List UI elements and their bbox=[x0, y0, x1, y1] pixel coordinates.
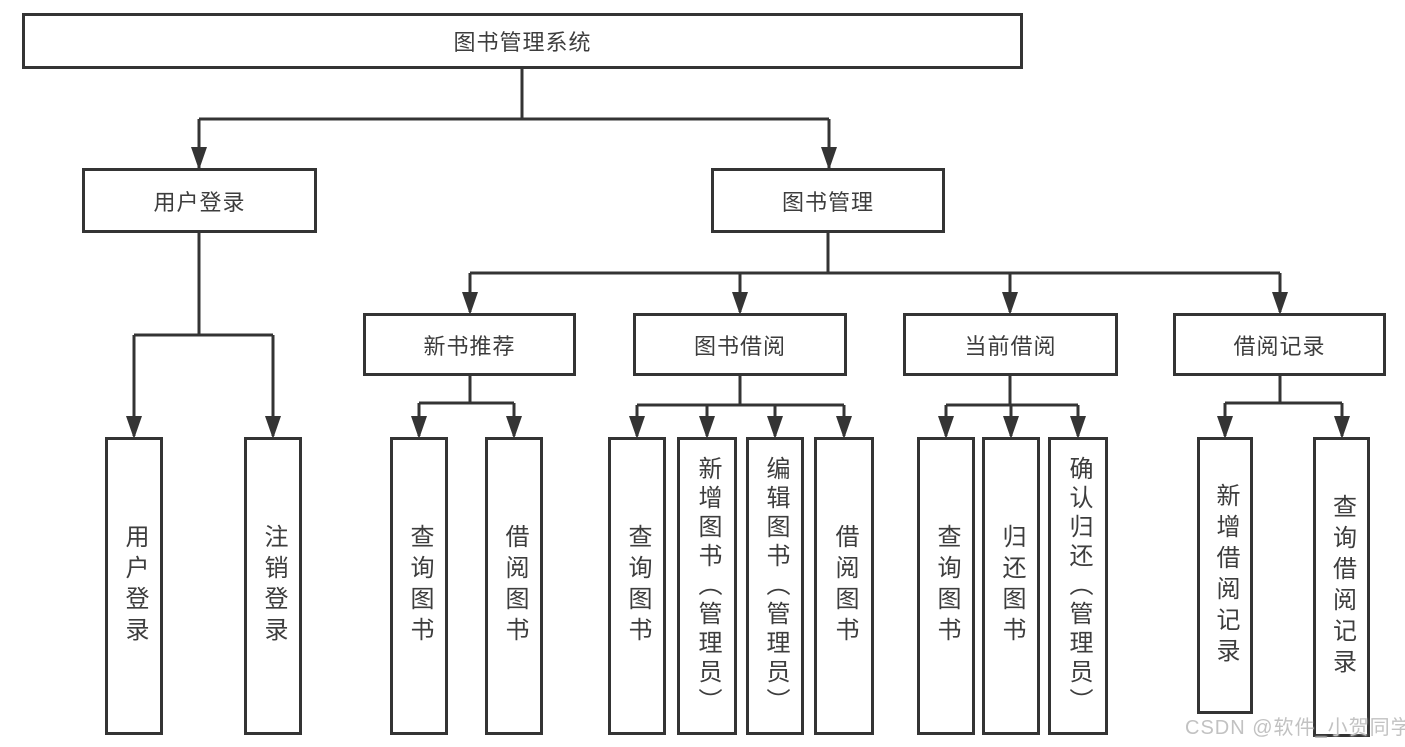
node-leaf-bb-add: 新增图书（管理员） bbox=[677, 437, 737, 735]
connector-root-to-level2 bbox=[197, 69, 831, 168]
node-user-login: 用户登录 bbox=[82, 168, 317, 233]
arrow-down-icon bbox=[1003, 416, 1019, 439]
node-leaf-nb-borrow: 借阅图书 bbox=[485, 437, 543, 735]
node-label: 借阅记录 bbox=[1233, 333, 1326, 359]
node-leaf-cb-confirm: 确认归还（管理员） bbox=[1048, 437, 1108, 735]
node-label: 编辑图书（管理员） bbox=[762, 455, 789, 717]
arrow-down-icon bbox=[836, 416, 852, 439]
node-leaf-br-add: 新增借阅记录 bbox=[1197, 437, 1253, 714]
connector-book-mgmt-to-level3 bbox=[468, 233, 1282, 312]
node-label: 新增图书（管理员） bbox=[694, 455, 721, 717]
node-label: 用户登录 bbox=[121, 524, 148, 648]
connector-new-book-to-leaves bbox=[417, 376, 516, 436]
arrow-down-icon bbox=[1070, 416, 1086, 439]
node-leaf-logout: 注销登录 bbox=[244, 437, 302, 735]
arrow-down-icon bbox=[821, 147, 837, 170]
arrow-down-icon bbox=[1272, 292, 1288, 315]
arrow-down-icon bbox=[629, 416, 645, 439]
node-root: 图书管理系统 bbox=[22, 13, 1023, 69]
node-leaf-br-query: 查询借阅记录 bbox=[1313, 437, 1370, 737]
arrow-down-icon bbox=[1334, 416, 1350, 439]
node-label: 借阅图书 bbox=[831, 524, 858, 648]
node-leaf-user-login: 用户登录 bbox=[105, 437, 163, 735]
arrow-down-icon bbox=[265, 416, 281, 439]
node-borrow-records: 借阅记录 bbox=[1173, 313, 1386, 376]
arrow-down-icon bbox=[411, 416, 427, 439]
node-label: 查询图书 bbox=[933, 524, 960, 648]
node-label: 查询图书 bbox=[624, 524, 651, 648]
node-label: 用户登录 bbox=[153, 189, 246, 215]
node-label: 确认归还（管理员） bbox=[1065, 455, 1092, 717]
csdn-watermark: CSDN @软件_小贺同学 bbox=[1185, 717, 1405, 739]
node-book-mgmt: 图书管理 bbox=[711, 168, 945, 233]
node-leaf-nb-query: 查询图书 bbox=[390, 437, 448, 735]
arrow-down-icon bbox=[1217, 416, 1233, 439]
arrow-down-icon bbox=[462, 292, 478, 315]
arrow-down-icon bbox=[699, 416, 715, 439]
node-label: 新增借阅记录 bbox=[1212, 482, 1239, 669]
node-label: 借阅图书 bbox=[501, 524, 528, 648]
arrow-down-icon bbox=[506, 416, 522, 439]
node-label: 图书管理系统 bbox=[453, 30, 592, 55]
arrow-down-icon bbox=[767, 416, 783, 439]
node-label: 注销登录 bbox=[260, 524, 287, 648]
node-label: 新书推荐 bbox=[423, 333, 516, 359]
node-book-borrow: 图书借阅 bbox=[633, 313, 847, 376]
node-leaf-cb-return: 归还图书 bbox=[982, 437, 1040, 735]
connector-book-borrow-to-leaves bbox=[635, 376, 846, 436]
connector-user-login-to-leaves bbox=[132, 233, 275, 436]
arrowheads bbox=[126, 147, 1350, 439]
arrow-down-icon bbox=[126, 416, 142, 439]
arrow-down-icon bbox=[732, 292, 748, 315]
connector-borrow-records-to-leaves bbox=[1223, 376, 1344, 436]
arrow-down-icon bbox=[1002, 292, 1018, 315]
arrow-down-icon bbox=[191, 147, 207, 170]
node-leaf-cb-query: 查询图书 bbox=[917, 437, 975, 735]
node-label: 归还图书 bbox=[998, 524, 1025, 648]
node-label: 查询借阅记录 bbox=[1328, 494, 1356, 680]
node-leaf-bb-edit: 编辑图书（管理员） bbox=[746, 437, 804, 735]
node-leaf-bb-borrow: 借阅图书 bbox=[814, 437, 874, 735]
node-current-borrow: 当前借阅 bbox=[903, 313, 1118, 376]
node-label: 当前借阅 bbox=[964, 333, 1057, 359]
node-label: 查询图书 bbox=[406, 524, 433, 648]
arrow-down-icon bbox=[938, 416, 954, 439]
node-leaf-bb-query: 查询图书 bbox=[608, 437, 666, 735]
node-new-book-rec: 新书推荐 bbox=[363, 313, 576, 376]
node-label: 图书管理 bbox=[781, 189, 874, 215]
node-label: 图书借阅 bbox=[693, 333, 786, 359]
